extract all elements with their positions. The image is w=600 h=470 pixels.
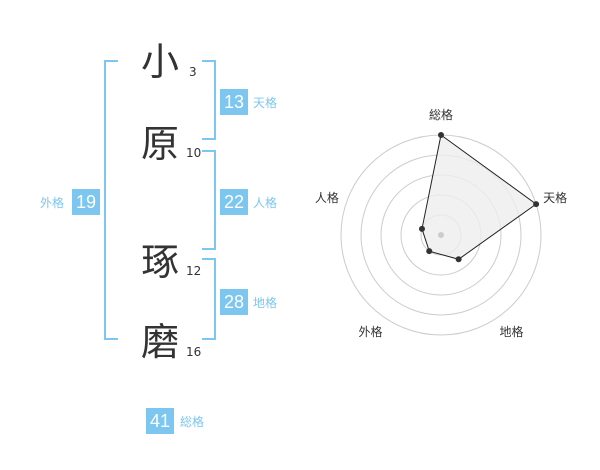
gaikaku-value: 19 <box>72 189 100 215</box>
chikaku-value: 28 <box>220 289 248 315</box>
name-char-2: 原 <box>141 122 180 166</box>
tenkaku-bracket <box>202 60 216 140</box>
radar-axis-label-1: 天格 <box>543 190 567 205</box>
jinkaku-value: 22 <box>220 189 248 215</box>
gaikaku-bracket <box>104 60 118 340</box>
radar-point-1 <box>533 201 540 208</box>
radar-center-dot <box>438 232 444 238</box>
gaikaku-label: 外格 <box>40 196 65 210</box>
soukaku-label: 総格 <box>180 415 205 429</box>
radar-area <box>421 134 537 260</box>
jinkaku-label: 人格 <box>253 196 278 210</box>
chikaku-label: 地格 <box>253 296 278 310</box>
stroke-count-2: 10 <box>186 146 202 160</box>
radar-point-0 <box>438 132 444 138</box>
jinkaku-bracket <box>202 150 216 250</box>
radar-axis-label-3: 外格 <box>358 324 382 339</box>
radar-point-4 <box>418 225 425 232</box>
tenkaku-value: 13 <box>220 89 248 115</box>
name-char-4: 磨 <box>141 320 180 364</box>
stroke-count-3: 12 <box>186 264 202 278</box>
radar-axis-label-0: 総格 <box>429 107 453 122</box>
stroke-count-4: 16 <box>186 345 202 359</box>
tenkaku-label: 天格 <box>253 96 278 110</box>
radar-axis-label-2: 地格 <box>500 324 524 339</box>
name-char-3: 琢 <box>141 240 180 284</box>
radar-axis-label-4: 人格 <box>315 190 339 205</box>
radar-point-2 <box>455 256 462 263</box>
soukaku-value: 41 <box>146 408 174 434</box>
radar-point-3 <box>426 248 433 255</box>
radar-points <box>418 132 540 263</box>
chikaku-bracket <box>202 258 216 340</box>
name-char-1: 小 <box>141 40 180 84</box>
stroke-count-1: 3 <box>189 65 197 79</box>
